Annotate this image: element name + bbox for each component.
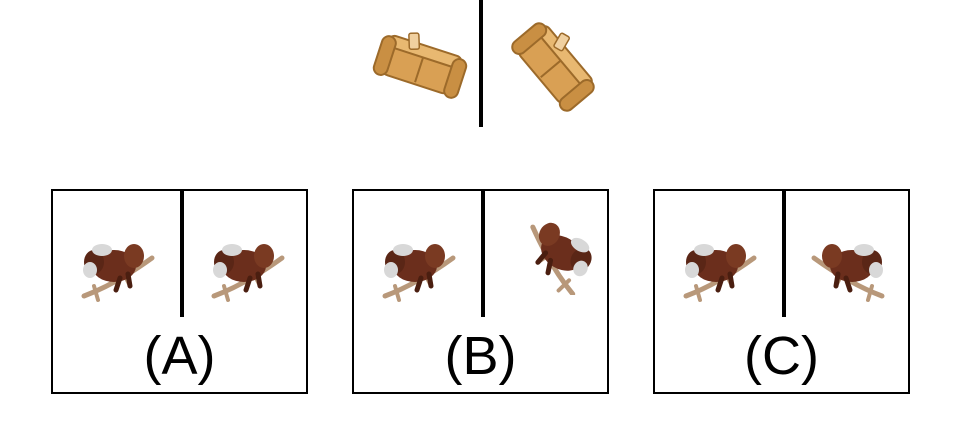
option-a-left-rocking-horse-icon (73, 223, 159, 309)
reference-divider (479, 0, 483, 127)
option-c-left-rocking-horse-icon (675, 223, 761, 309)
option-c-label: (C) (744, 326, 819, 386)
reference-left-sofa-icon (372, 28, 468, 101)
option-a-label: (A) (143, 326, 216, 386)
option-c-divider (782, 191, 786, 317)
option-b-box[interactable]: (B) (352, 189, 609, 394)
option-b-label: (B) (444, 326, 517, 386)
option-b-right-rocking-horse-icon (517, 209, 603, 295)
option-b-divider (481, 191, 485, 317)
option-a-right-rocking-horse-icon (203, 223, 289, 309)
option-c-box[interactable]: (C) (653, 189, 910, 394)
option-c-right-rocking-horse-icon (807, 223, 893, 309)
option-a-divider (180, 191, 184, 317)
option-b-left-rocking-horse-icon (374, 223, 460, 309)
reference-right-sofa-icon (508, 22, 598, 112)
option-a-box[interactable]: (A) (51, 189, 308, 394)
